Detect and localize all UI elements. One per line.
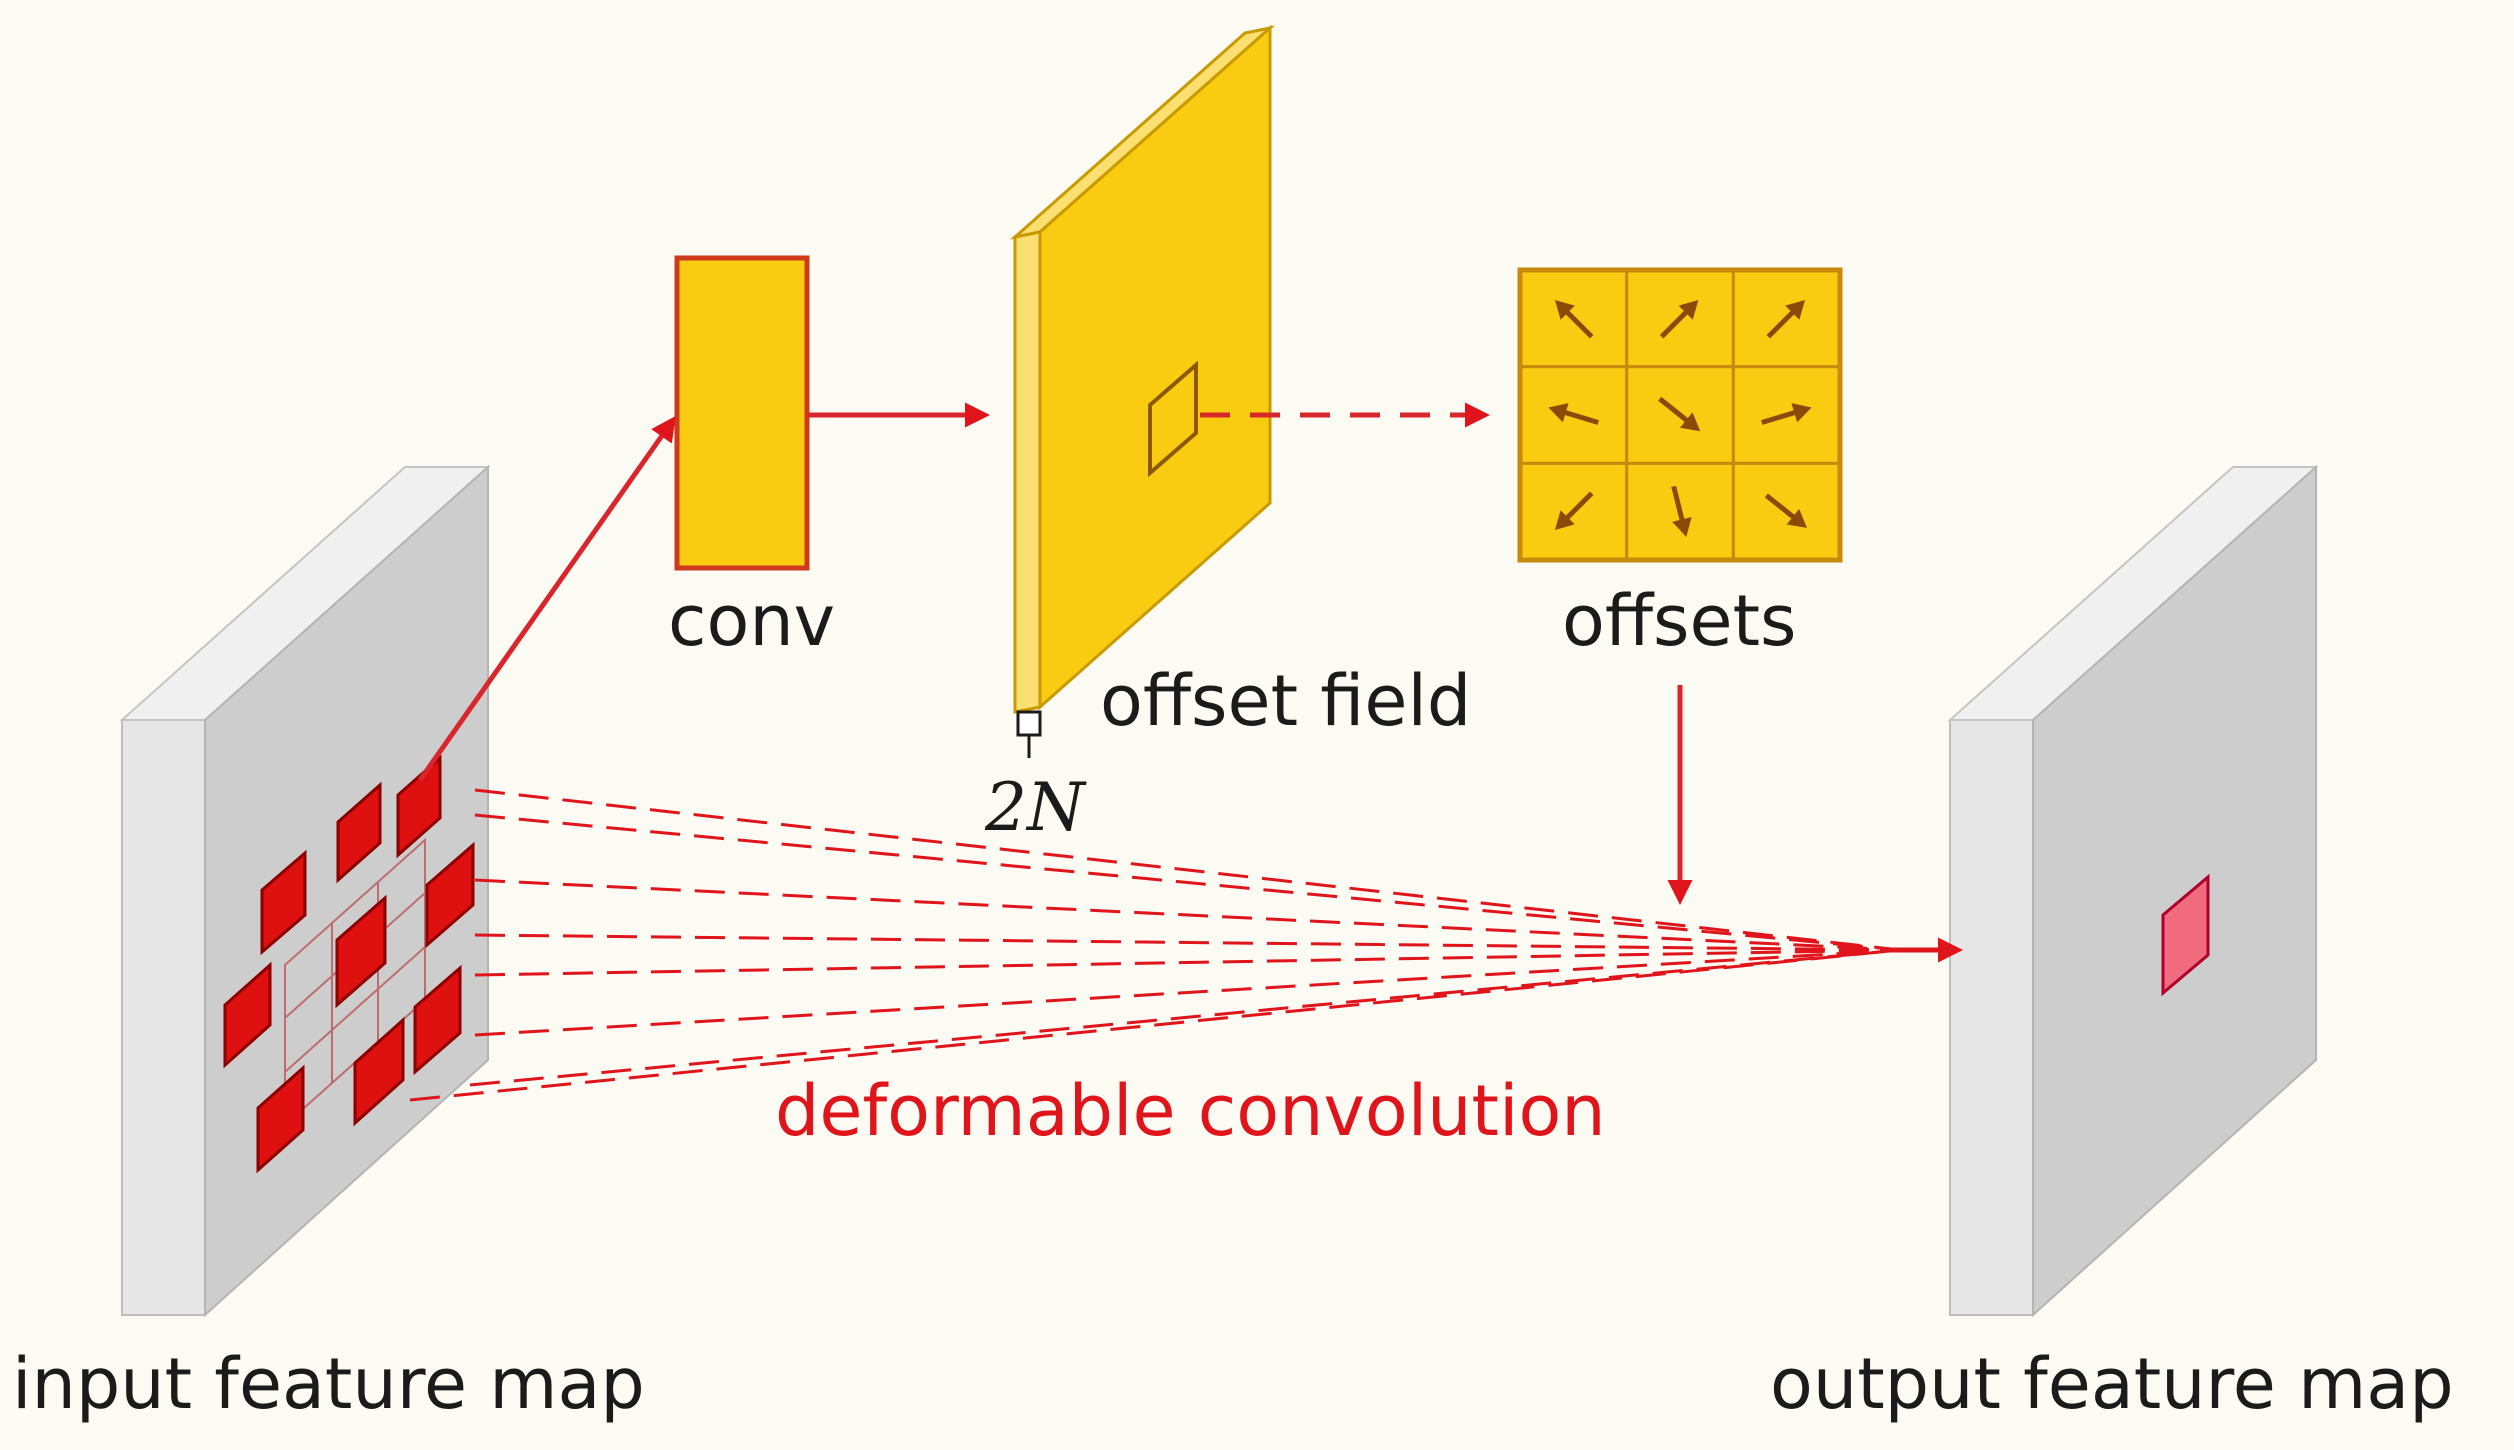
sampling-point-5 xyxy=(335,894,387,1009)
offsets-grid xyxy=(1517,267,1843,563)
offset-field-label: offset field xyxy=(1100,660,1471,742)
sampling-point-8 xyxy=(353,1016,405,1127)
offset-field-side xyxy=(1013,230,1042,714)
conv-label: conv xyxy=(668,580,835,662)
sampling-point-7 xyxy=(413,964,462,1076)
arrow-right-icon xyxy=(1761,403,1812,425)
arrow-down-left-icon xyxy=(1554,491,1594,531)
offsets-cell xyxy=(1731,461,1842,562)
output-feature-map xyxy=(1947,464,2319,1318)
sampling-point-4 xyxy=(425,841,475,949)
input-map-side xyxy=(121,719,206,1316)
input-feature-map xyxy=(119,464,491,1318)
arrow-up-right-icon xyxy=(1659,299,1699,339)
output-feature-map-label: output feature map xyxy=(1770,1343,2454,1425)
deformable-convolution-label: deformable convolution xyxy=(775,1070,1606,1152)
two-n-label: 2N xyxy=(984,769,1087,846)
offset-field-window xyxy=(1148,360,1198,478)
arrow-input-to-conv xyxy=(417,415,676,782)
sampling-point-1 xyxy=(260,849,307,956)
output-map-face xyxy=(2032,464,2317,1318)
output-map-side xyxy=(1949,719,2034,1316)
offset-field-face xyxy=(1038,24,1272,711)
output-pixel xyxy=(2161,873,2210,997)
arrow-down-right-icon xyxy=(1658,396,1701,432)
flow-arrows xyxy=(417,402,1693,905)
offset-field-slab xyxy=(1009,24,1276,758)
sampling-point-9 xyxy=(256,1064,305,1174)
deformed-sampling-points xyxy=(223,754,475,1174)
offsets-label: offsets xyxy=(1562,580,1797,662)
sampling-point-6 xyxy=(223,961,272,1069)
conv-block xyxy=(674,255,810,571)
two-n-depth-bracket xyxy=(1016,710,1042,737)
arrow-up-right-icon xyxy=(1766,299,1806,339)
arrow-left-icon xyxy=(1548,403,1599,425)
deformable-convolution-rays xyxy=(409,788,1901,1102)
arrow-down-right-icon xyxy=(1764,493,1807,528)
input-feature-map-label: input feature map xyxy=(12,1343,645,1425)
arrow-down-icon xyxy=(1671,485,1692,537)
arrow-up-left-icon xyxy=(1554,299,1594,339)
sampling-point-2 xyxy=(336,781,382,884)
